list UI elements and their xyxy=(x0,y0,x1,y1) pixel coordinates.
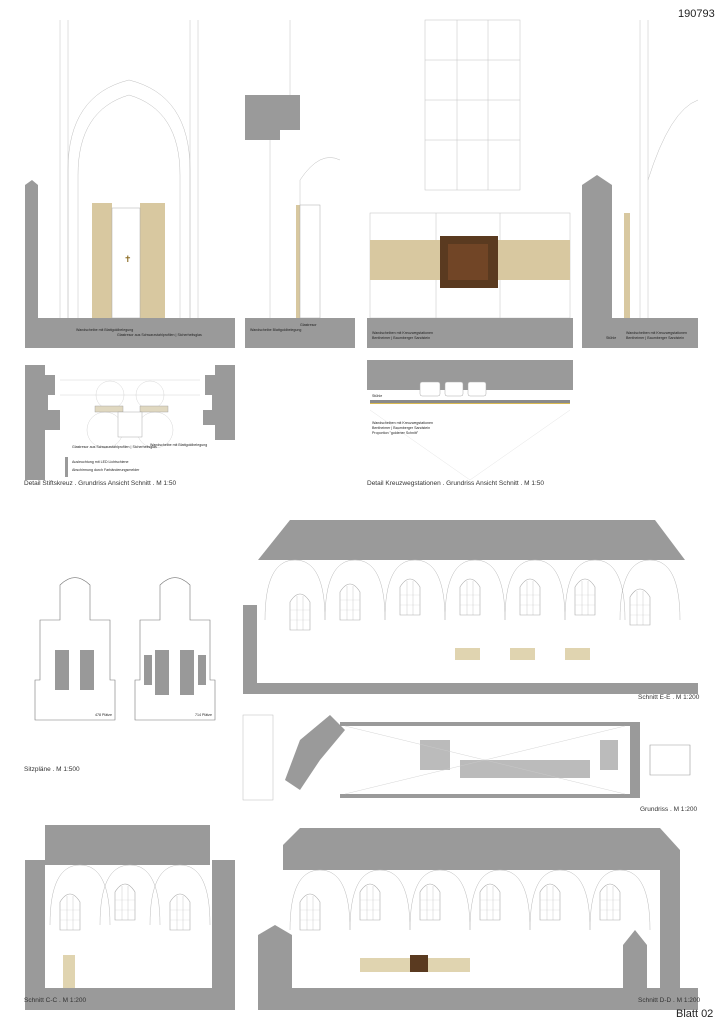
sheet-label: Blatt 02 xyxy=(676,1008,714,1020)
label: Wandscheiben mit Kreuzwegstationen xyxy=(626,331,687,335)
caption-floor-plan: Grundriss . M 1:200 xyxy=(640,806,698,813)
label: Wandscheibe mit Blattgoldbelegung xyxy=(150,443,208,447)
svg-text:✝: ✝ xyxy=(124,254,132,264)
caption-section-dd: Schnitt D-D . M 1:200 xyxy=(638,997,701,1004)
label: Ausleuchtung mit LED Lichtschiene xyxy=(72,460,129,464)
caption-section-cc: Schnitt C-C . M 1:200 xyxy=(24,997,87,1004)
label: Bentheimer | Baumberger Sandstein xyxy=(626,336,685,340)
caption-seating: Sitzpläne . M 1:500 xyxy=(24,766,80,773)
caption-detail-kreuzweg: Detail Kreuzwegstationen . Grundriss Ans… xyxy=(367,480,545,487)
caption-detail-stiftskreuz: Detail Stiftskreuz . Grundriss Ansicht S… xyxy=(24,480,177,487)
section-ee xyxy=(243,520,698,694)
seating-plans xyxy=(34,577,216,721)
label: Glastresor xyxy=(300,323,317,327)
seat-count: 714 Plätze xyxy=(195,713,212,717)
detail-plan-stiftskreuz xyxy=(25,365,235,480)
detail-elevation-stiftskreuz: ✝ xyxy=(25,20,235,348)
detail-elevation-kreuzweg xyxy=(367,19,573,348)
detail-section-stiftskreuz xyxy=(245,20,355,348)
section-dd xyxy=(258,828,698,1010)
label: Stühle xyxy=(372,394,383,398)
label: Wandscheiben mit Kreuzwegstationen xyxy=(372,421,433,425)
label: Wandscheiben mit Kreuzwegstationen xyxy=(372,331,433,335)
label: Bentheimer | Baumberger Sandstein xyxy=(372,336,431,340)
label: Bentheimer | Baumberger Sandstein xyxy=(372,426,431,430)
seat-count: 478 Plätze xyxy=(95,713,112,717)
detail-plan-kreuzweg xyxy=(367,360,573,481)
label: Wandscheibe mit Blattgoldbelegung xyxy=(76,328,134,332)
label: Glastresor aus Schwarzstahlprofilen | Si… xyxy=(117,333,202,337)
label: Stühle xyxy=(606,336,617,340)
section-cc xyxy=(25,825,235,1010)
caption-section-ee: Schnitt E-E . M 1:200 xyxy=(638,694,700,701)
label: Glastresor aus Schwarzstahlprofilen | Si… xyxy=(72,445,157,449)
detail-section-kreuzweg xyxy=(582,20,699,348)
label: Abschirmung durch Farbänderungsmelder xyxy=(72,468,140,472)
label: Proportion "goldener Schnitt" xyxy=(372,431,419,435)
project-number: 190793 xyxy=(678,8,715,20)
floor-plan xyxy=(242,714,691,801)
label: Wandscheibe Blattgoldbelegung xyxy=(250,328,302,332)
